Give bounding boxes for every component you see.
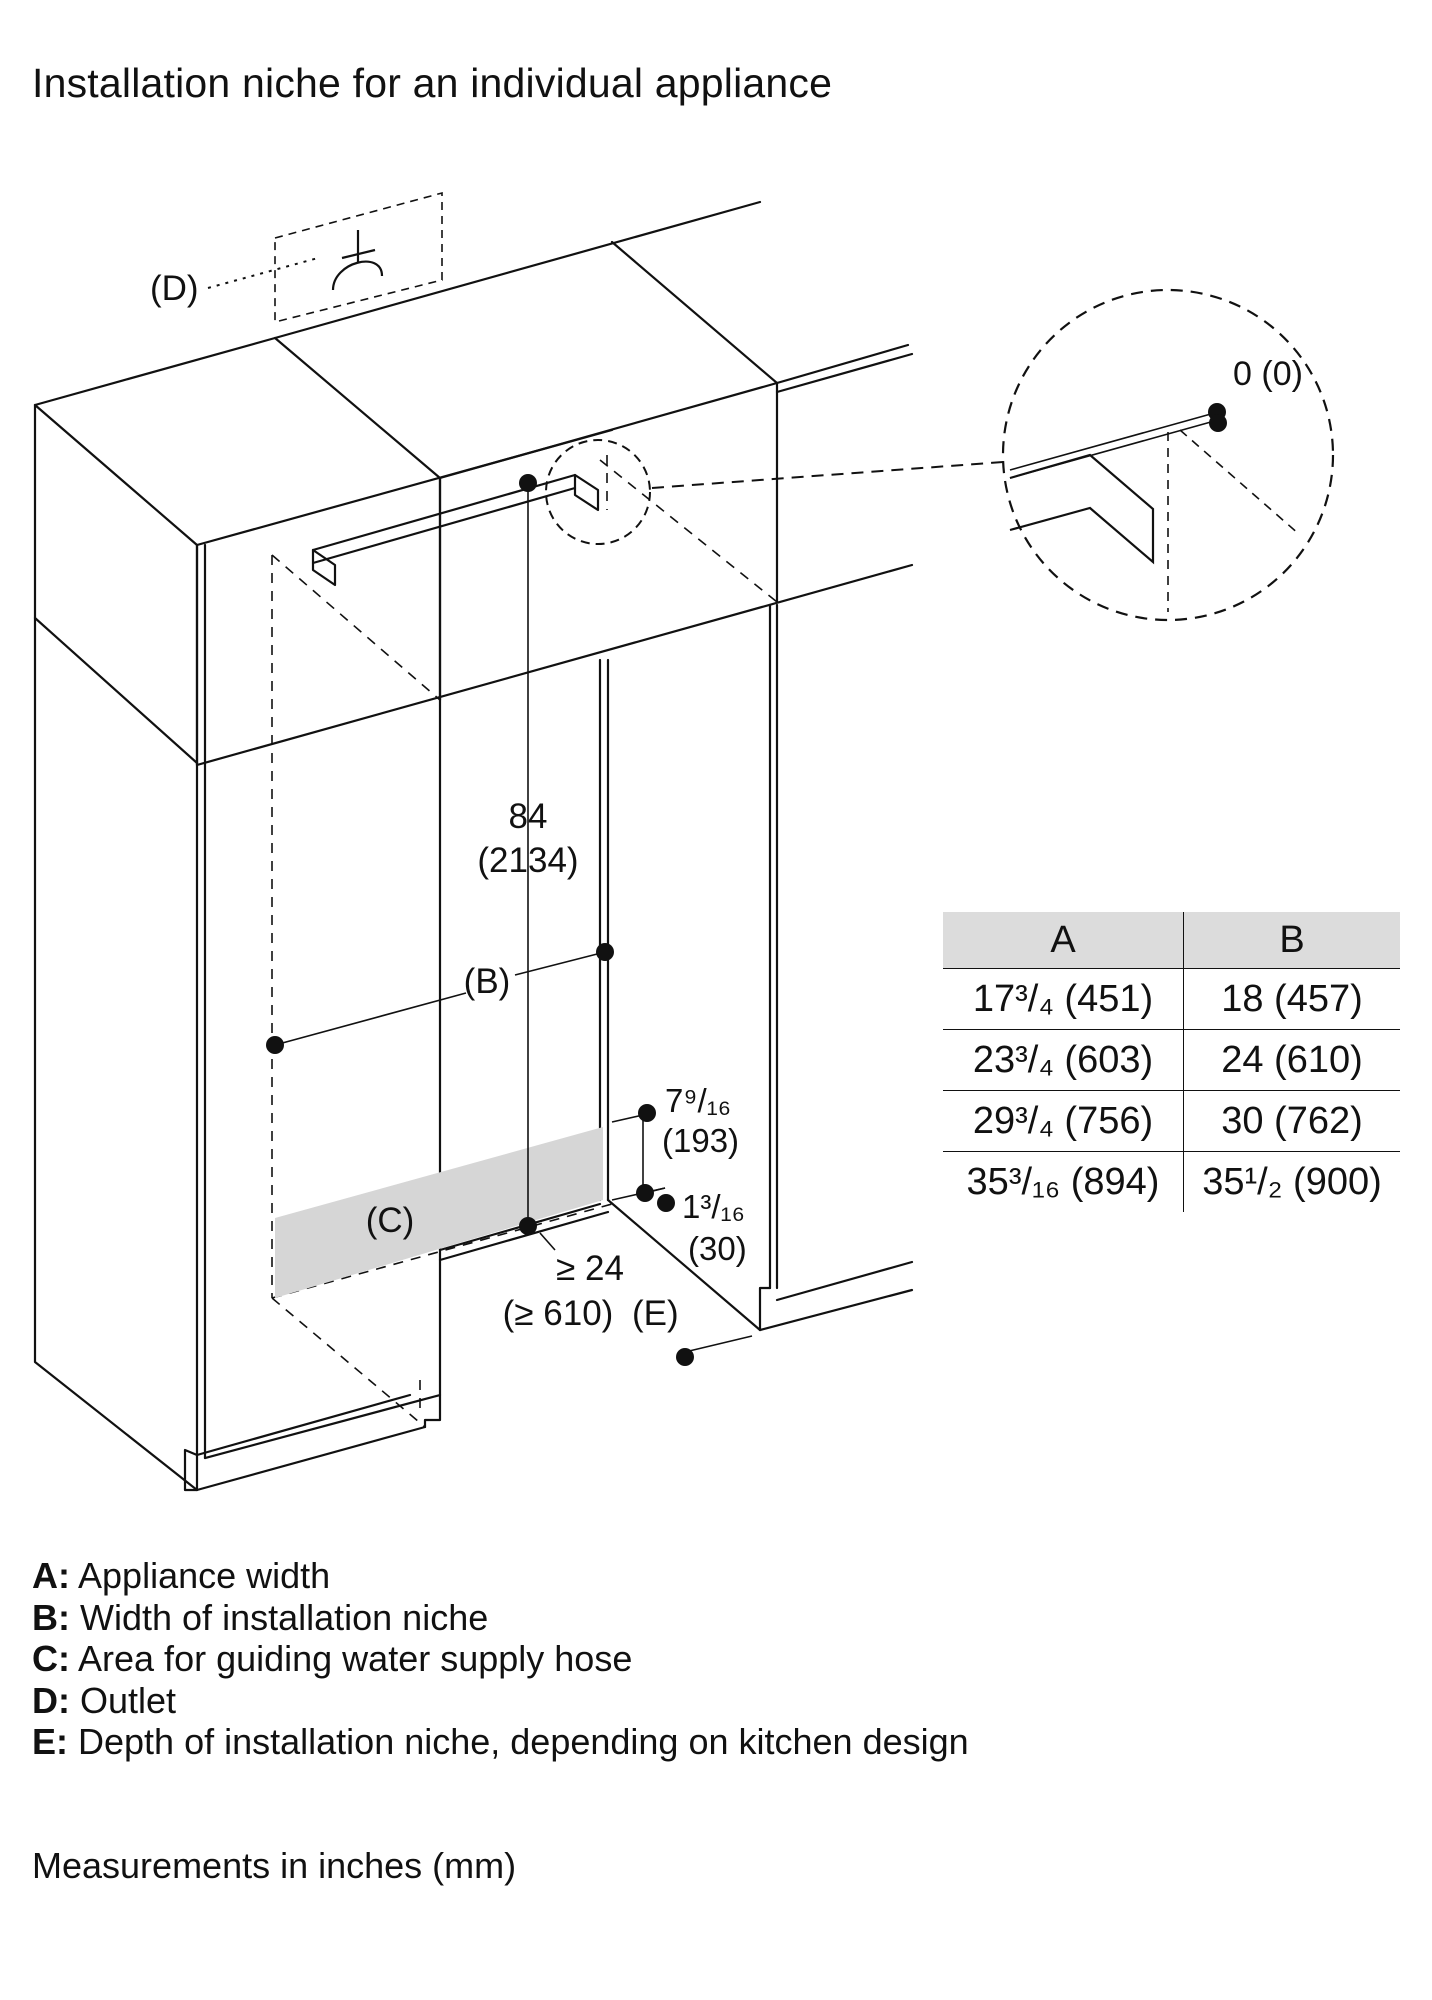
table-cell-B: 24 (610) (1183, 1029, 1400, 1091)
legend-item: E: Depth of installation niche, dependin… (32, 1721, 969, 1763)
label-lower-gap-mm: (30) (688, 1230, 747, 1267)
label-upper-gap-in: 7⁹/₁₆ (665, 1082, 731, 1119)
appliance-outline (271, 455, 778, 1428)
measurement-note: Measurements in inches (mm) (32, 1845, 517, 1886)
table-cell-B: 18 (457) (1183, 968, 1400, 1030)
table-cell-A: 29³/₄ (756) (943, 1090, 1184, 1152)
legend-key: E: (32, 1721, 68, 1762)
legend-key: D: (32, 1679, 70, 1721)
label-detail-gap: 0 (0) (1233, 355, 1303, 393)
outlet-icon (207, 191, 443, 324)
legend-key: C: (32, 1638, 70, 1679)
label-height-mm: (2134) (477, 841, 578, 880)
diagram-labels: (D) 0 (0) 84 (2134) (B) (C) 7⁹/₁₆ (193) … (150, 269, 1303, 1333)
label-C: (C) (366, 1201, 415, 1240)
legend-key: B: (32, 1596, 70, 1638)
page-title: Installation niche for an individual app… (32, 60, 833, 106)
legend-item: C: Area for guiding water supply hose (32, 1638, 969, 1680)
dimension-lines (274, 483, 753, 1353)
dimension-points (266, 403, 1227, 1366)
table-cell-A: 35³/₁₆ (894) (943, 1151, 1184, 1212)
label-D: (D) (150, 269, 199, 308)
table-cell-A: 17³/₄ (451) (943, 968, 1184, 1030)
legend-text: Depth of installation niche, depending o… (78, 1721, 969, 1762)
label-height-in: 84 (509, 797, 548, 836)
front-left-panel (203, 476, 442, 1460)
legend: A: Appliance width B: Width of installat… (32, 1555, 969, 1763)
legend-text: Appliance width (78, 1555, 331, 1596)
label-depth-in: ≥ 24 (556, 1249, 624, 1288)
label-E: (E) (632, 1294, 679, 1333)
cornice (195, 200, 914, 767)
right-cabinet (598, 603, 914, 1332)
legend-key: A: (32, 1555, 70, 1596)
table-row: 35³/₁₆ (894) 35¹/₂ (900) (943, 1151, 1400, 1212)
legend-item: D: Outlet (32, 1680, 969, 1722)
table-cell-A: 23³/₄ (603) (943, 1029, 1184, 1091)
legend-item: B: Width of installation niche (32, 1597, 969, 1639)
table-header-A: A (943, 912, 1184, 969)
label-depth-mm: (≥ 610) (503, 1294, 614, 1333)
detail-callout (545, 288, 1335, 622)
table-row: 17³/₄ (451) 18 (457) (943, 968, 1400, 1030)
hose-area (275, 1127, 603, 1298)
legend-text: Area for guiding water supply hose (78, 1638, 633, 1679)
legend-text: Outlet (80, 1679, 177, 1721)
label-upper-gap-mm: (193) (662, 1122, 739, 1159)
table-row: 29³/₄ (756) 30 (762) (943, 1090, 1400, 1152)
mounting-bracket (311, 473, 600, 587)
table-header-B: B (1183, 912, 1400, 969)
label-B: (B) (464, 962, 511, 1001)
table-header-row: A B (943, 912, 1400, 969)
table-row: 23³/₄ (603) 24 (610) (943, 1029, 1400, 1091)
legend-item: A: Appliance width (32, 1555, 969, 1597)
left-cabinet (33, 336, 427, 1492)
table-cell-B: 30 (762) (1183, 1090, 1400, 1152)
dimension-table: A B 17³/₄ (451) 18 (457) 23³/₄ (603) 24 … (943, 912, 1400, 1212)
legend-text: Width of installation niche (80, 1596, 489, 1638)
table-cell-B: 35¹/₂ (900) (1202, 1160, 1382, 1203)
label-lower-gap-in: 1³/₁₆ (682, 1188, 745, 1225)
